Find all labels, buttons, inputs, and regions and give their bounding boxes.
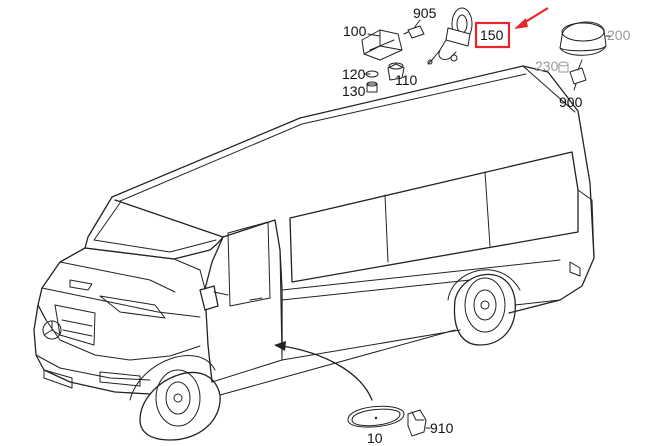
part-900-connector [569,59,587,85]
part-200-dome-lamp [559,21,607,56]
part-910-connector [407,409,427,437]
part-100-roof-lamp [361,29,403,61]
highlight-arrow [514,7,549,29]
label-10: 10 [367,430,383,446]
label-150: 150 [480,27,504,43]
label-905: 905 [413,5,437,21]
label-910: 910 [430,420,454,436]
label-900: 900 [559,94,583,110]
label-110: 110 [395,72,418,88]
leader-900 [573,83,577,91]
part-10-oval-lamp [347,405,405,428]
highlight-box [474,21,511,49]
part-110-bulb [387,62,405,81]
label-230: 230 [535,58,559,74]
label-100: 100 [343,23,367,39]
leader-arrow-10 [274,341,373,401]
leader-100 [367,33,381,37]
part-905-clip [403,25,425,39]
part-230-plug [558,61,569,73]
part-130-spacer [366,81,378,93]
label-120: 120 [342,66,366,82]
leader-110 [397,75,401,79]
label-130: 130 [342,83,366,99]
label-200: 200 [607,27,631,43]
van-illustration [33,65,595,441]
part-150-lamp-unit [427,7,473,65]
leader-905 [413,19,421,29]
